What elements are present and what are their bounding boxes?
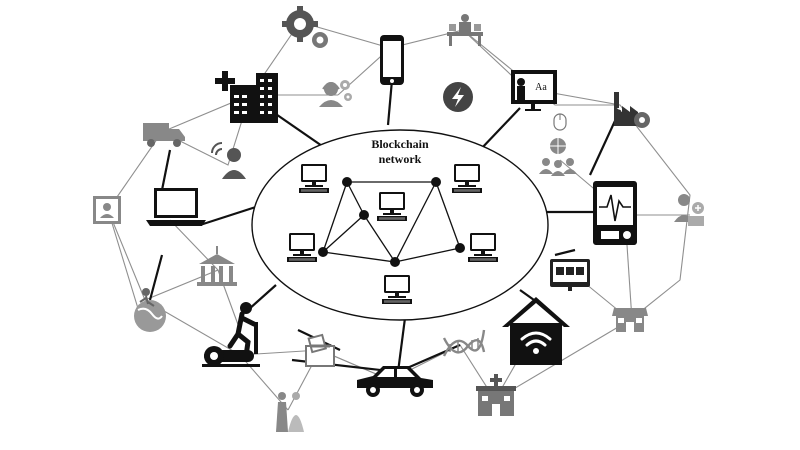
computer-node-icon: [452, 164, 482, 193]
wedding-couple-icon: [276, 392, 304, 432]
ballot-box-icon: [305, 333, 335, 367]
medical-staff-icon: [674, 194, 704, 226]
government-building-icon: [197, 246, 237, 286]
gears-icon: [282, 6, 328, 48]
computer-node-icon: [382, 275, 412, 304]
blockchain-title-line1: Blockchain: [371, 137, 429, 151]
id-card-icon: [93, 196, 121, 224]
heart-monitor-icon: [593, 181, 637, 245]
dna-icon: [442, 329, 486, 357]
delivery-truck-icon: [143, 123, 185, 147]
clinic-icon: [476, 374, 516, 416]
hospital-icon: [215, 71, 278, 123]
assembly-line-icon: [447, 14, 483, 46]
shop-icon: [612, 308, 648, 332]
smart-home-icon: [502, 297, 570, 365]
computer-node-icon: [377, 192, 407, 221]
blockchain-title-line2: network: [379, 152, 422, 166]
teacher-board-icon: Aa: [511, 70, 557, 111]
doctor-icon: [211, 142, 246, 179]
inner-network-nodes: [318, 177, 465, 267]
smartphone-icon: [380, 35, 404, 85]
voting-dashboard-icon: [550, 259, 590, 291]
computer-node-icon: [468, 233, 498, 262]
computer-node-icon: [299, 164, 329, 193]
laptop-icon: [146, 188, 206, 226]
car-icon: [357, 366, 433, 397]
computer-node-icon: [287, 233, 317, 262]
exercise-machine-icon: [202, 302, 260, 367]
network-people-icon: [539, 138, 577, 176]
support-agent-icon: [319, 80, 352, 107]
svg-text:Aa: Aa: [535, 82, 547, 93]
globe-person-icon: [134, 288, 166, 332]
factory-icon: [614, 92, 650, 128]
inner-network-lines: [322, 181, 461, 263]
energy-bolt-icon: [443, 82, 473, 112]
mouse-icon: [553, 113, 567, 131]
